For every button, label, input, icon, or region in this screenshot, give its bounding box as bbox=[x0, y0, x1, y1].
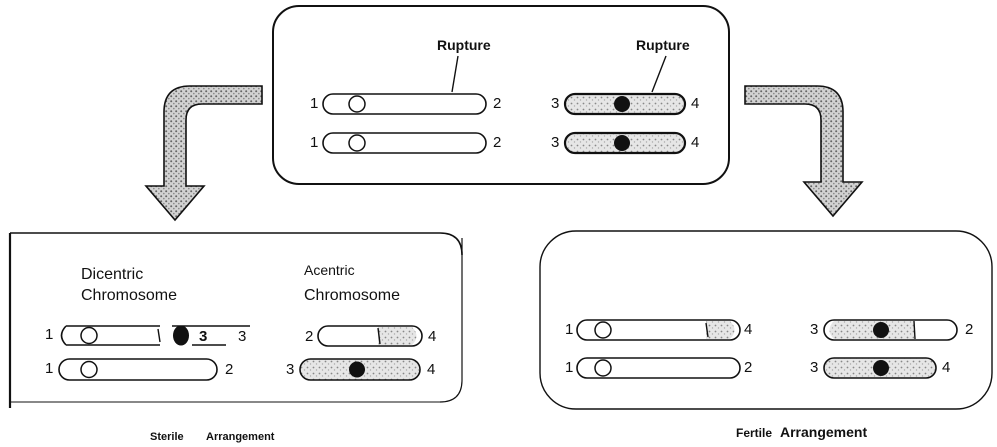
sterile-row2b-right: 4 bbox=[427, 361, 435, 378]
centromere-filled bbox=[614, 96, 630, 112]
chromosome-1-2-top bbox=[323, 94, 486, 114]
centromere-filled bbox=[614, 135, 630, 151]
top-row2-label-1: 1 bbox=[310, 134, 318, 151]
rupture-label-left: Rupture bbox=[437, 37, 491, 53]
fertile-caption-word2: Arrangement bbox=[780, 424, 867, 440]
dicentric-row1-inner: 3 bbox=[199, 328, 207, 345]
sterile-panel: Dicentric Chromosome Acentric Chromosome… bbox=[10, 233, 462, 408]
fertile-a-row2-right: 2 bbox=[744, 359, 752, 376]
acentric-label-1: Acentric bbox=[304, 262, 355, 278]
centromere-filled bbox=[873, 360, 889, 376]
fertile-a-row1-right: 4 bbox=[744, 321, 752, 338]
centromere-open bbox=[349, 135, 365, 151]
rupture-pointer-right bbox=[652, 56, 666, 92]
fertile-a-row2-left: 1 bbox=[565, 359, 573, 376]
fertile-b-row1-right: 2 bbox=[965, 321, 973, 338]
top-row2-label-4: 4 bbox=[691, 134, 699, 151]
fertile-panel: 1 4 3 2 1 2 3 4 bbox=[540, 231, 992, 409]
dicentric-row1-left: 1 bbox=[45, 326, 53, 343]
dicentric-chromosome-left-part bbox=[62, 326, 161, 345]
top-row2-label-3: 3 bbox=[551, 134, 559, 151]
top-row1-label-4: 4 bbox=[691, 95, 699, 112]
dicentric-row1-right: 3 bbox=[238, 328, 246, 345]
sterile-caption-word2: Arrangement bbox=[206, 431, 275, 443]
acentric-row1-right: 4 bbox=[428, 328, 436, 345]
centromere-open bbox=[595, 360, 611, 376]
translocated-segment bbox=[706, 321, 735, 339]
acentric-row1-left: 2 bbox=[305, 328, 313, 345]
sterile-row2-right: 2 bbox=[225, 361, 233, 378]
fertile-a-row1-left: 1 bbox=[565, 321, 573, 338]
top-row2-label-2: 2 bbox=[493, 134, 501, 151]
top-panel: Rupture Rupture 1 2 3 4 1 2 3 4 bbox=[273, 6, 729, 184]
top-row1-label-1: 1 bbox=[310, 95, 318, 112]
rupture-label-right: Rupture bbox=[636, 37, 690, 53]
top-row1-label-2: 2 bbox=[493, 95, 501, 112]
break-mark bbox=[158, 329, 160, 342]
acentric-stippled-segment bbox=[378, 327, 417, 345]
fertile-caption-word1: Fertile bbox=[736, 426, 772, 440]
fertile-b-row2-left: 3 bbox=[810, 359, 818, 376]
centromere-filled bbox=[349, 362, 365, 378]
dicentric-label-2: Chromosome bbox=[81, 287, 177, 304]
rupture-pointer-left bbox=[452, 56, 458, 92]
centromere-open bbox=[81, 362, 97, 378]
arrow-to-sterile bbox=[146, 86, 262, 220]
arrow-to-fertile bbox=[745, 86, 862, 216]
centromere-filled bbox=[173, 326, 189, 346]
chromosome-1-2-bottom bbox=[323, 133, 486, 153]
fertile-b-row1-left: 3 bbox=[810, 321, 818, 338]
break-mark bbox=[914, 321, 915, 339]
centromere-open bbox=[81, 328, 97, 344]
sterile-caption-word1: Sterile bbox=[150, 431, 184, 443]
centromere-open bbox=[595, 322, 611, 338]
dicentric-label-1: Dicentric bbox=[81, 266, 143, 283]
acentric-label-2: Chromosome bbox=[304, 287, 400, 304]
sterile-row2-left: 1 bbox=[45, 360, 53, 377]
top-row1-label-3: 3 bbox=[551, 95, 559, 112]
sterile-row2b-left: 3 bbox=[286, 361, 294, 378]
centromere-open bbox=[349, 96, 365, 112]
centromere-filled bbox=[873, 322, 889, 338]
stippled-segment bbox=[830, 321, 915, 339]
fertile-b-row2-right: 4 bbox=[942, 359, 950, 376]
